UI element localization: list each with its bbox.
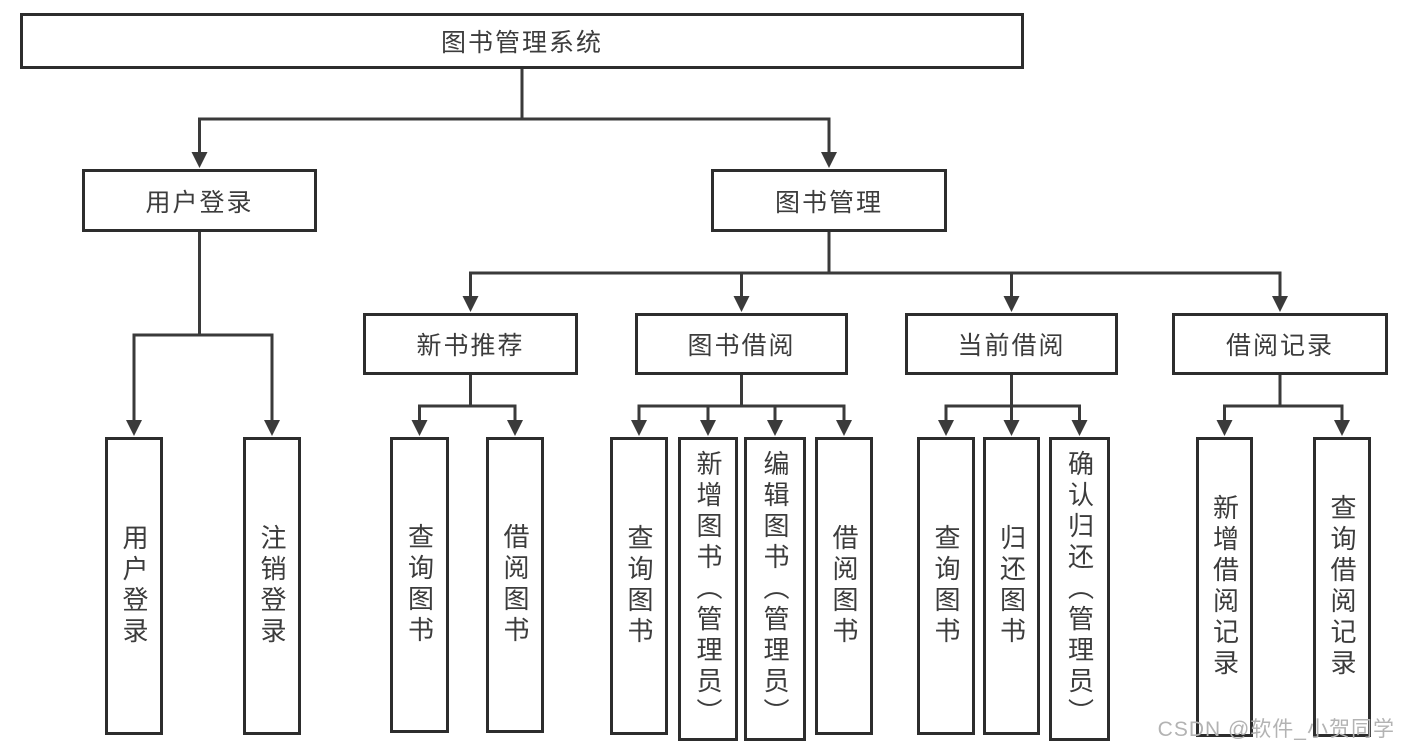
node-leaf-add-borrow-record: 新增借阅记录 [1196, 437, 1253, 737]
node-user-login: 用户登录 [82, 169, 317, 232]
node-leaf-return-books: 归还图书 [983, 437, 1040, 735]
node-leaf-add-book-admin: 新增图书（管理员） [678, 437, 738, 741]
node-leaf-query-borrow-record: 查询借阅记录 [1313, 437, 1371, 737]
node-leaf-query-books-2: 查询图书 [610, 437, 668, 735]
node-leaf-confirm-return-admin: 确认归还（管理员） [1049, 437, 1110, 741]
watermark: CSDN @软件_小贺同学 [1157, 718, 1395, 741]
node-leaf-borrow-books-2: 借阅图书 [815, 437, 873, 735]
node-leaf-borrow-books-1: 借阅图书 [486, 437, 544, 733]
node-leaf-logout: 注销登录 [243, 437, 301, 735]
node-book-borrowing: 图书借阅 [635, 313, 848, 375]
node-leaf-query-books-1: 查询图书 [390, 437, 449, 733]
node-borrowing-records: 借阅记录 [1172, 313, 1388, 375]
node-leaf-user-login: 用户登录 [105, 437, 163, 735]
node-new-book-recommendation: 新书推荐 [363, 313, 578, 375]
node-leaf-edit-book-admin: 编辑图书（管理员） [744, 437, 806, 741]
node-leaf-query-books-3: 查询图书 [917, 437, 975, 735]
node-current-borrowing: 当前借阅 [905, 313, 1118, 375]
node-book-management: 图书管理 [711, 169, 947, 232]
node-library-management-system: 图书管理系统 [20, 13, 1024, 69]
